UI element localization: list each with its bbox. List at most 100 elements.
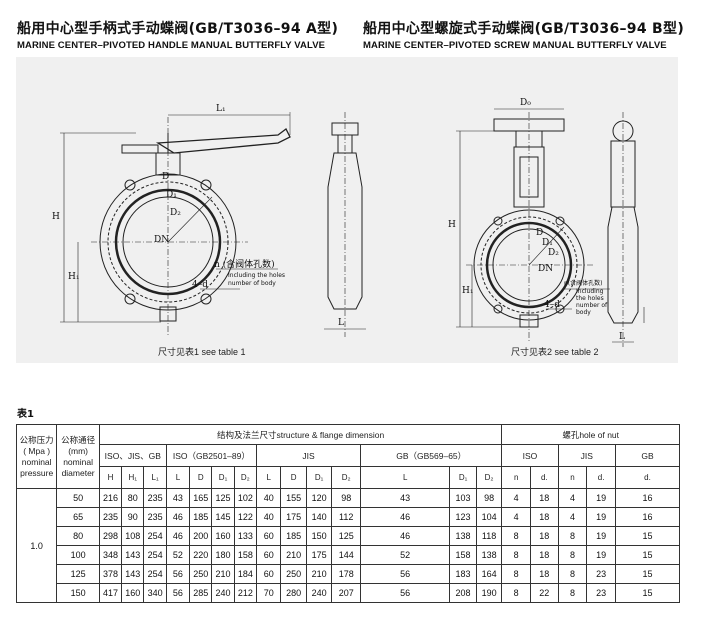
head-hole-of-nut: 螺孔hole of nut <box>501 424 680 445</box>
table-cell: 183 <box>449 564 477 584</box>
head-dia-en2: diameter <box>61 467 95 478</box>
column-header: d. <box>614 466 681 489</box>
table-cell: 216 <box>98 488 123 508</box>
table-cell: 108 <box>121 526 145 546</box>
table-cell: 8 <box>501 564 531 584</box>
table-cell: 210 <box>280 545 307 565</box>
column-header: D₂ <box>331 466 362 489</box>
column-header: D₂ <box>475 466 503 489</box>
table-cell: 254 <box>143 564 167 584</box>
valve-a-bolt-hole <box>124 293 136 305</box>
table-cell: 250 <box>280 564 307 584</box>
table-cell: 4 <box>557 507 588 527</box>
head-pressure-unit: ( Mpa ) <box>23 445 51 456</box>
nominal-diameter-cell: 100 <box>56 545 100 565</box>
label-a-d: D <box>162 172 169 182</box>
table-cell: 185 <box>280 526 307 546</box>
table-cell: 417 <box>98 583 123 603</box>
label-a-l: L <box>338 318 344 328</box>
table-cell: 98 <box>331 488 362 508</box>
nominal-diameter-cell: 65 <box>56 507 100 527</box>
table-cell: 18 <box>530 488 559 508</box>
table-cell: 123 <box>449 507 477 527</box>
table-cell: 150 <box>305 526 333 546</box>
label-a-dn: DN <box>154 235 169 245</box>
table-cell: 164 <box>475 564 503 584</box>
table-cell: 378 <box>98 564 123 584</box>
table-cell: 60 <box>255 526 282 546</box>
table-label: 表1 <box>17 409 34 420</box>
valve-a-bolt-hole <box>200 293 212 305</box>
table-cell: 46 <box>360 507 451 527</box>
label-a-d1: D₁ <box>166 190 177 200</box>
valve-a-side-body <box>327 152 363 310</box>
table-cell: 19 <box>586 545 616 565</box>
title-cn-a: 船用中心型手柄式手动蝶阀(GB/T3036–94 A型) <box>17 21 339 37</box>
head-pressure-cn: 公称压力 <box>19 434 54 445</box>
label-a-d2: D₂ <box>170 208 181 218</box>
column-header: L <box>360 466 451 489</box>
table-cell: 254 <box>143 526 167 546</box>
table-cell: 180 <box>211 545 235 565</box>
table-cell: 43 <box>165 488 191 508</box>
table-cell: 118 <box>475 526 503 546</box>
label-a-h: H <box>52 212 60 222</box>
table-cell: 285 <box>189 583 213 603</box>
table-cell: 125 <box>331 526 362 546</box>
label-b-h1: H₁ <box>462 286 473 296</box>
table-cell: 160 <box>211 526 235 546</box>
column-header: n <box>557 466 588 489</box>
table-cell: 43 <box>360 488 451 508</box>
label-b-d2: D₂ <box>548 248 559 258</box>
table-cell: 235 <box>143 507 167 527</box>
table-cell: 160 <box>121 583 145 603</box>
table-cell: 185 <box>189 507 213 527</box>
table-cell: 145 <box>211 507 235 527</box>
table-cell: 120 <box>305 488 333 508</box>
table-cell: 235 <box>98 507 123 527</box>
table-cell: 103 <box>449 488 477 508</box>
nominal-diameter-cell: 150 <box>56 583 100 603</box>
head-dia-en1: nominal <box>63 456 93 467</box>
table-cell: 46 <box>165 526 191 546</box>
head-jis: JIS <box>255 444 362 467</box>
column-header: D₁ <box>211 466 235 489</box>
valve-b-labels: D₀ H H₁ D D₁ D₂ DN n(含阀体孔数) Including th… <box>448 98 625 342</box>
valve-b-side-body <box>607 206 639 324</box>
table-cell: 15 <box>614 583 681 603</box>
table-cell: 8 <box>557 564 588 584</box>
head-hole-iso: ISO <box>501 444 559 467</box>
valve-b-front-view <box>456 108 610 342</box>
caption-see-table-1: 尺寸见表1 see table 1 <box>158 347 246 357</box>
valve-drawings-svg: L₁ H H₁ D D₁ D₂ DN n (含阀体孔数) Including t… <box>52 98 645 347</box>
table-cell: 210 <box>305 564 333 584</box>
column-header: D <box>189 466 213 489</box>
nominal-diameter-cell: 125 <box>56 564 100 584</box>
nominal-diameter-cell: 80 <box>56 526 100 546</box>
table-cell: 22 <box>530 583 559 603</box>
table-cell: 46 <box>360 526 451 546</box>
column-header: D₂ <box>233 466 257 489</box>
column-header: n <box>501 466 531 489</box>
label-a-incl2: number of body <box>228 280 276 287</box>
table-cell: 18 <box>530 545 559 565</box>
table-cell: 90 <box>121 507 145 527</box>
head-iso-gb2501: ISO（GB2501–89） <box>165 444 257 467</box>
table-cell: 207 <box>331 583 362 603</box>
valve-a-leader-d <box>167 196 213 243</box>
table-cell: 140 <box>305 507 333 527</box>
label-a-l1: L₁ <box>216 104 226 114</box>
technical-drawing-panel: L₁ H H₁ D D₁ D₂ DN n (含阀体孔数) Including t… <box>16 57 678 363</box>
table-cell: 40 <box>255 507 282 527</box>
valve-a-bolt-hole <box>200 179 212 191</box>
table-cell: 240 <box>305 583 333 603</box>
head-diameter: 公称通径 (mm) nominal diameter <box>56 424 100 489</box>
head-pressure-en1: nominal <box>21 456 52 467</box>
table-cell: 23 <box>586 583 616 603</box>
